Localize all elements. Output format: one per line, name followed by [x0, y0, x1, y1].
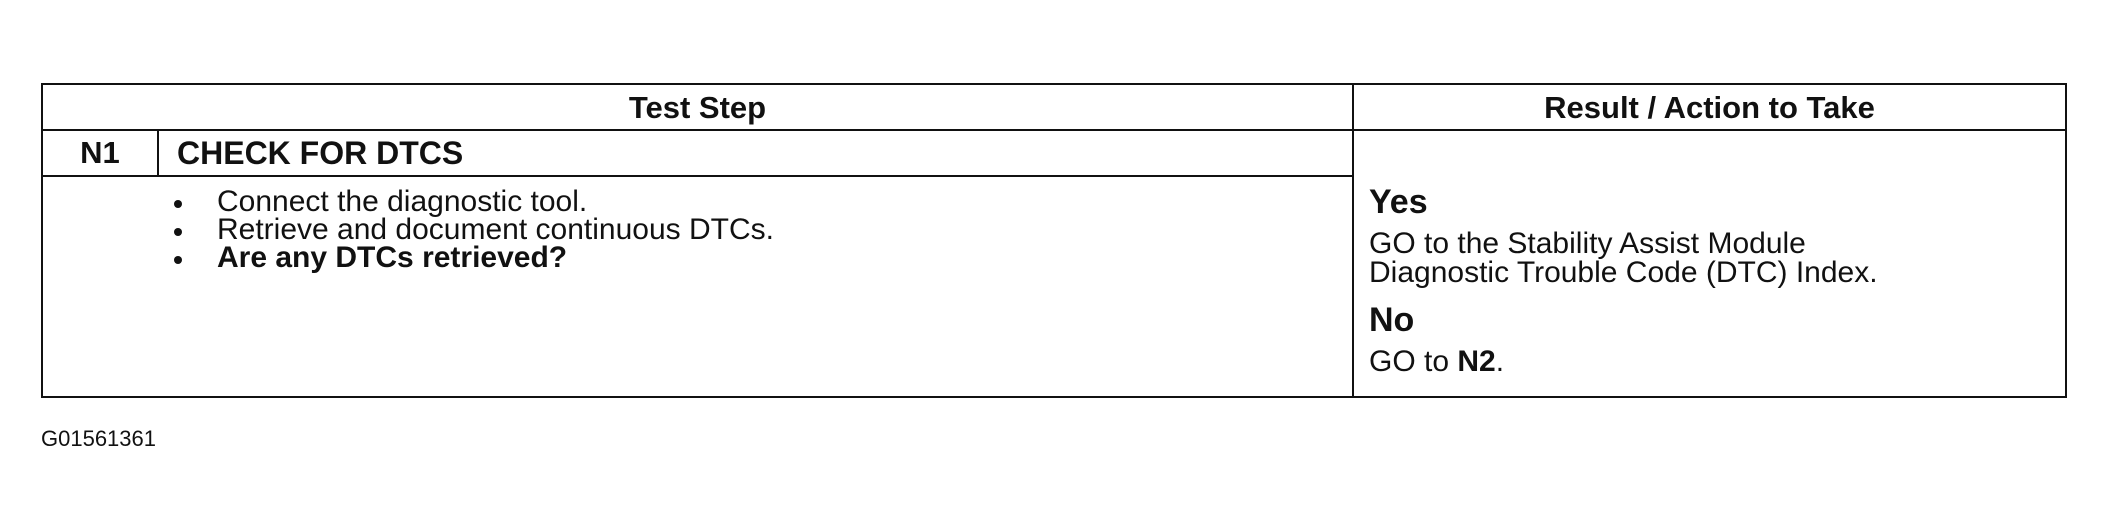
bullet-icon	[174, 228, 182, 236]
result-no-action: GO to N2.	[1369, 345, 1504, 379]
header-result-action: Result / Action to Take	[1544, 90, 1875, 125]
figure-id: G01561361	[41, 426, 156, 451]
diagnostic-test-table: Test Step Result / Action to Take N1 CHE…	[41, 83, 2067, 398]
result-yes-action-line1: GO to the Stability Assist Module	[1369, 227, 1806, 260]
step-title: CHECK FOR DTCS	[177, 135, 464, 171]
result-no-prefix: GO to	[1369, 345, 1458, 378]
header-test-step: Test Step	[628, 90, 767, 125]
step-instruction: Connect the diagnostic tool.	[217, 185, 588, 218]
bullet-icon	[174, 256, 182, 264]
step-title-divider	[43, 175, 1354, 177]
step-id: N1	[80, 135, 120, 170]
result-no-label: No	[1369, 301, 1415, 339]
step-instruction: Retrieve and document continuous DTCs.	[217, 213, 774, 246]
column-divider	[1352, 85, 1354, 396]
result-yes-label: Yes	[1369, 183, 1428, 221]
step-id-divider	[157, 129, 159, 177]
result-no-target-step: N2	[1457, 345, 1496, 378]
header-divider	[43, 129, 2065, 131]
step-question: Are any DTCs retrieved?	[217, 241, 568, 274]
result-yes-action-line2: Diagnostic Trouble Code (DTC) Index.	[1369, 256, 1878, 289]
result-no-suffix: .	[1495, 345, 1505, 378]
bullet-icon	[174, 200, 182, 208]
